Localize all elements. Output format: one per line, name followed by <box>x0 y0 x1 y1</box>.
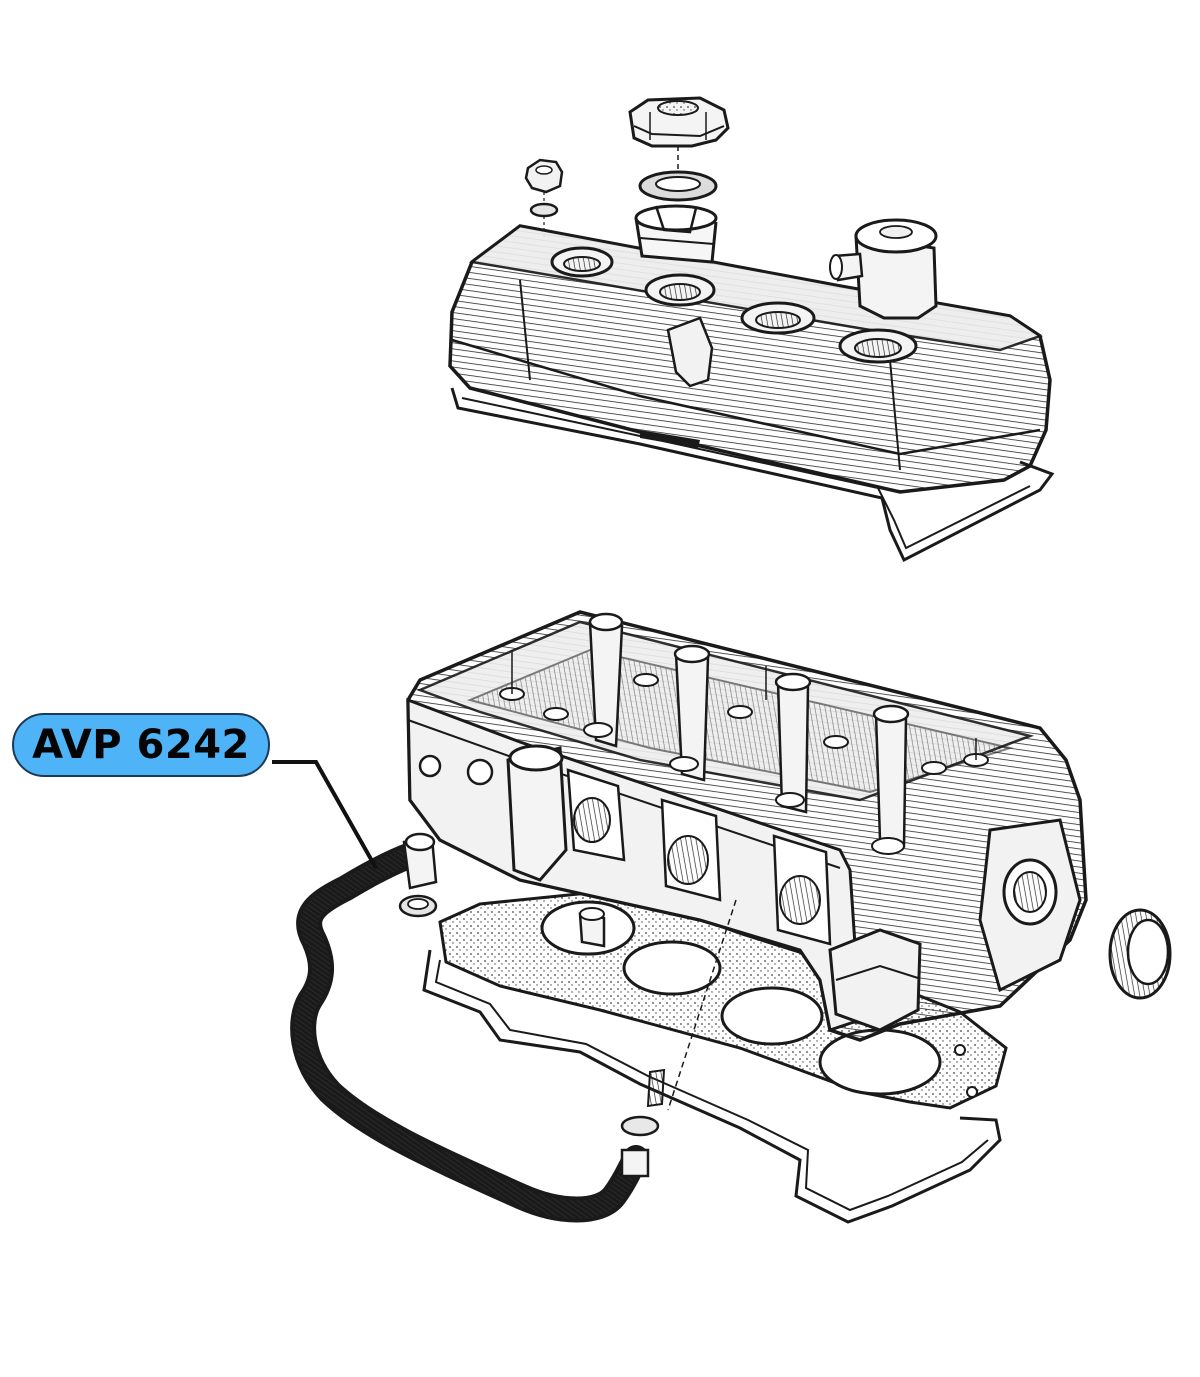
valve-cover-gasket <box>450 387 1055 563</box>
lower-gasket <box>422 949 1002 1224</box>
breather-hose <box>290 832 650 1223</box>
filler-neck <box>634 204 718 264</box>
filler-cap-seal <box>638 170 718 202</box>
callout-leader-line <box>272 760 378 869</box>
gasket-dowel <box>578 907 606 948</box>
part-number-text: AVP 6242 <box>32 722 250 768</box>
valve-springs <box>499 650 989 775</box>
hose-clip <box>398 894 438 918</box>
cover-washer <box>529 202 559 218</box>
cylinder-head-assembly <box>290 610 1172 1224</box>
cover-nut <box>524 158 564 194</box>
part-number-callout: AVP 6242 <box>12 713 270 777</box>
valve-cover <box>448 224 1052 494</box>
valve-cover-assembly <box>448 96 1055 563</box>
oil-filler-cap <box>628 96 730 148</box>
head-stud <box>646 1068 666 1108</box>
stud-axis-line <box>667 899 737 1111</box>
head-gasket <box>438 888 1008 1110</box>
breather-outlet <box>829 218 938 320</box>
camshaft-bearing-towers <box>583 612 910 855</box>
stud-washer <box>620 1115 660 1137</box>
core-plug <box>1108 908 1172 1000</box>
